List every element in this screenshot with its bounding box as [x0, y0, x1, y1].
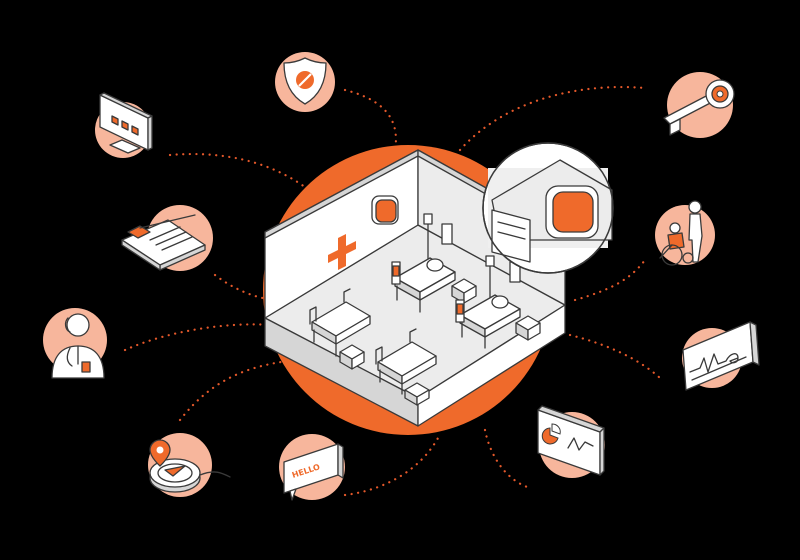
key-icon: [663, 72, 735, 138]
nightstand-2: [515, 315, 541, 341]
connector-compass: [178, 358, 297, 422]
bed-occupied-2: [455, 294, 521, 349]
nightstand-3: [339, 344, 365, 370]
connector-wheelchair: [573, 258, 647, 302]
security-shield-icon: [275, 52, 335, 112]
connector-hello: [343, 436, 440, 497]
zoom-callout: [482, 142, 614, 274]
bed-occupied-1: [391, 257, 456, 313]
connector-lines: [123, 86, 662, 497]
clipboard-icon: [121, 205, 213, 271]
monitor-dashboard-icon: [95, 92, 153, 158]
nightstand-4: [404, 382, 430, 406]
medical-cross-icon: [328, 234, 356, 270]
connector-monitor: [168, 152, 317, 197]
bed-empty-2: [375, 328, 437, 395]
connector-analytics: [483, 428, 532, 490]
connector-shield: [343, 88, 397, 152]
location-compass-icon: [148, 433, 231, 497]
heartbeat-monitor-icon: [682, 321, 760, 391]
wall-device-small: [371, 195, 399, 225]
hello-message-icon: HELLO: [279, 434, 345, 501]
wall-panel: [441, 223, 453, 245]
bed-empty-1: [309, 288, 371, 357]
iv-poles: [423, 213, 495, 299]
connector-heartbeat: [568, 333, 662, 380]
connector-key: [458, 86, 647, 152]
wheelchair-caregiver-icon: [655, 200, 715, 266]
analytics-tablet-icon: [537, 405, 605, 478]
connector-doctor: [123, 323, 272, 352]
doctor-icon: [43, 308, 107, 379]
